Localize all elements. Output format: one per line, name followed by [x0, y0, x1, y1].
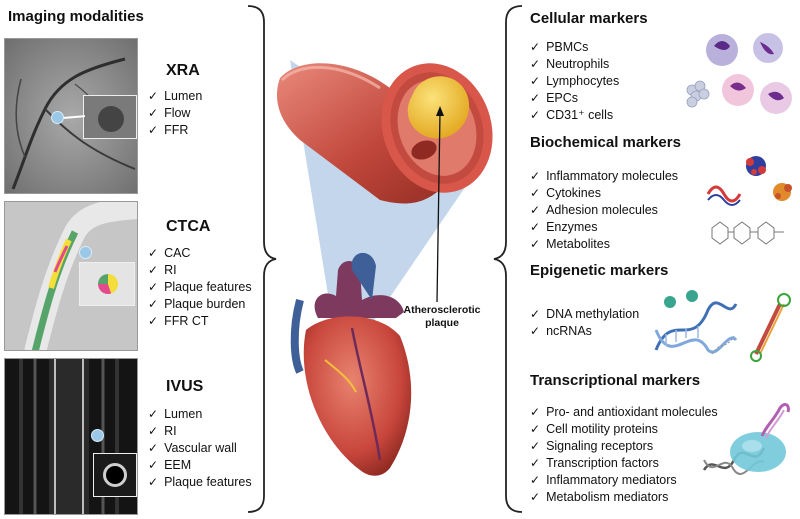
- cellular-marker-item: CD31⁺ cells: [530, 107, 619, 124]
- plaque-shape: [407, 76, 470, 139]
- epigenetic-marker-item: DNA methylation: [530, 306, 639, 323]
- biochemical-marker-item: Metabolites: [530, 236, 678, 253]
- biochemical-marker-item: Adhesion molecules: [530, 202, 678, 219]
- biochemical-marker-item: Enzymes: [530, 219, 678, 236]
- cellular-markers-heading: Cellular markers: [530, 10, 648, 27]
- rna-hairpin-icon: [711, 335, 735, 355]
- ctca-item: RI: [148, 262, 252, 279]
- xra-pointer-dot: [51, 111, 64, 124]
- right-brace: [493, 5, 523, 513]
- ivus-item: Vascular wall: [148, 440, 252, 457]
- plaque-pointer-line: [436, 111, 441, 303]
- blood-cells-icon: [686, 33, 792, 114]
- biochemical-markers-list: Inflammatory molecules Cytokines Adhesio…: [530, 168, 678, 253]
- cellular-marker-item: Neutrophils: [530, 56, 619, 73]
- epigenetic-markers-heading: Epigenetic markers: [530, 262, 669, 279]
- ivus-item: EEM: [148, 457, 252, 474]
- xra-item: Lumen: [148, 88, 202, 105]
- ctca-pointer-dot: [79, 246, 92, 259]
- ctca-item: Plaque burden: [148, 296, 252, 313]
- plaque-label-line-2: plaque: [425, 317, 459, 329]
- protein-blob-blue: [746, 156, 766, 176]
- xra-item: FFR: [148, 122, 202, 139]
- ctca-zoom-inset: [79, 262, 135, 306]
- chemical-structure-icon: [711, 221, 784, 245]
- ctca-plaque-cross-section: [98, 274, 118, 294]
- xra-item: Flow: [148, 105, 202, 122]
- xra-zoom-inset: [83, 95, 137, 139]
- transcription-complex-icon: [702, 403, 790, 475]
- ctca-item: FFR CT: [148, 313, 252, 330]
- transcriptional-marker-item: Metabolism mediators: [530, 489, 718, 506]
- artery-illustration: [276, 63, 493, 204]
- biochemical-markers-heading: Biochemical markers: [530, 134, 681, 151]
- ivus-pointer-dot: [91, 429, 104, 442]
- transcriptional-markers-heading: Transcriptional markers: [530, 372, 701, 389]
- ivus-zoom-inset: [93, 453, 137, 497]
- transcriptional-marker-item: Cell motility proteins: [530, 421, 718, 438]
- transcriptional-marker-item: Transcription factors: [530, 455, 718, 472]
- xra-angiogram-image: [4, 38, 138, 194]
- ctca-image: [4, 201, 138, 351]
- transcriptional-marker-item: Inflammatory mediators: [530, 472, 718, 489]
- ivus-item: Plaque features: [148, 474, 252, 491]
- transcriptional-marker-item: Pro- and antioxidant molecules: [530, 404, 718, 421]
- plaque-pointer-arrow: [436, 106, 444, 116]
- ctca-item: Plaque features: [148, 279, 252, 296]
- transcriptional-markers-list: Pro- and antioxidant molecules Cell moti…: [530, 404, 718, 506]
- cellular-marker-item: Lymphocytes: [530, 73, 619, 90]
- biochemical-marker-item: Inflammatory molecules: [530, 168, 678, 185]
- protein-ribbon: [706, 185, 742, 206]
- ivus-item: RI: [148, 423, 252, 440]
- epigenetic-markers-list: DNA methylation ncRNAs: [530, 306, 639, 340]
- ivus-title: IVUS: [166, 378, 204, 395]
- dna-helix-icon: [654, 290, 791, 362]
- ivus-item: Lumen: [148, 406, 252, 423]
- atherosclerotic-plaque-label: Atherosclerotic plaque: [397, 304, 487, 330]
- cellular-marker-item: PBMCs: [530, 39, 619, 56]
- heart-illustration: [290, 252, 412, 476]
- transcriptional-marker-item: Signaling receptors: [530, 438, 718, 455]
- xra-feature-list: Lumen Flow FFR: [148, 88, 202, 139]
- ivus-cross-section: [103, 463, 127, 487]
- ctca-title: CTCA: [166, 218, 211, 235]
- xra-lumen-cross-section: [98, 106, 124, 132]
- biochemical-marker-item: Cytokines: [530, 185, 678, 202]
- cellular-markers-list: PBMCs Neutrophils Lymphocytes EPCs CD31⁺…: [530, 39, 619, 124]
- ivus-image: [4, 358, 138, 515]
- protein-blob-orange: [773, 183, 792, 201]
- rna-hairpin-icon-2: [750, 293, 791, 362]
- xra-title: XRA: [166, 62, 200, 79]
- ivus-feature-list: Lumen RI Vascular wall EEM Plaque featur…: [148, 406, 252, 491]
- ctca-item: CAC: [148, 245, 252, 262]
- cellular-marker-item: EPCs: [530, 90, 619, 107]
- plaque-label-line-1: Atherosclerotic: [403, 304, 481, 316]
- ctca-feature-list: CAC RI Plaque features Plaque burden FFR…: [148, 245, 252, 330]
- epigenetic-marker-item: ncRNAs: [530, 323, 639, 340]
- imaging-modalities-heading: Imaging modalities: [8, 8, 144, 25]
- protein-molecules-icon: [706, 156, 792, 245]
- left-brace: [247, 5, 277, 513]
